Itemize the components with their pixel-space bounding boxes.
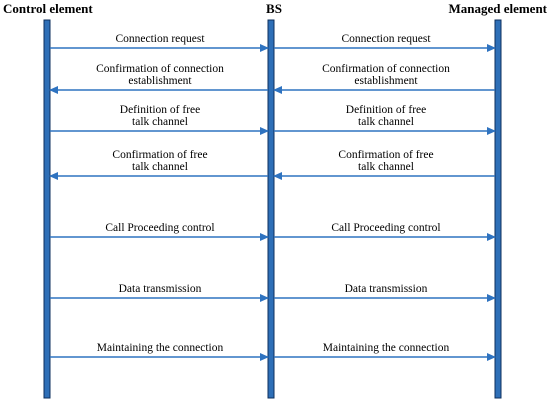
message-label-3-right-line-1: Definition of free: [346, 104, 426, 116]
message-label-2-left-line-2: establishment: [128, 75, 192, 87]
message-label-3-left-line-2: talk channel: [132, 116, 188, 128]
message-label-5-right: Call Proceeding control: [331, 222, 440, 234]
message-label-2-right-line-2: establishment: [354, 75, 418, 87]
message-label-4-right-line-2: talk channel: [358, 161, 414, 173]
managed-element-header: Managed element: [448, 1, 547, 16]
message-label-5-left: Call Proceeding control: [105, 222, 214, 234]
lifelines: [43, 19, 502, 399]
message-label-4-left-line-1: Confirmation of free: [112, 149, 207, 161]
message-arrows: [49, 44, 496, 361]
bs-header: BS: [266, 1, 282, 16]
message-label-2-right-line-1: Confirmation of connection: [322, 63, 450, 75]
message-label-1-right: Connection request: [341, 33, 431, 45]
message-label-1-left: Connection request: [115, 33, 205, 45]
message-labels: Connection request Connection requestConf…: [96, 33, 450, 354]
message-label-2-left-line-1: Confirmation of connection: [96, 63, 224, 75]
message-label-3-right-line-2: talk channel: [358, 116, 414, 128]
message-label-7-left: Maintaining the connection: [97, 342, 224, 354]
message-label-4-right-line-1: Confirmation of free: [338, 149, 433, 161]
control-element-header: Control element: [3, 1, 93, 16]
message-label-6-right: Data transmission: [345, 283, 428, 295]
managed-element-lifeline: [494, 19, 502, 399]
message-label-7-right: Maintaining the connection: [323, 342, 450, 354]
participant-headers: Control element BS Managed element: [3, 1, 548, 16]
bs-lifeline: [267, 19, 275, 399]
message-label-6-left: Data transmission: [119, 283, 202, 295]
message-label-3-left-line-1: Definition of free: [120, 104, 200, 116]
control-element-lifeline: [43, 19, 51, 399]
message-label-4-left-line-2: talk channel: [132, 161, 188, 173]
